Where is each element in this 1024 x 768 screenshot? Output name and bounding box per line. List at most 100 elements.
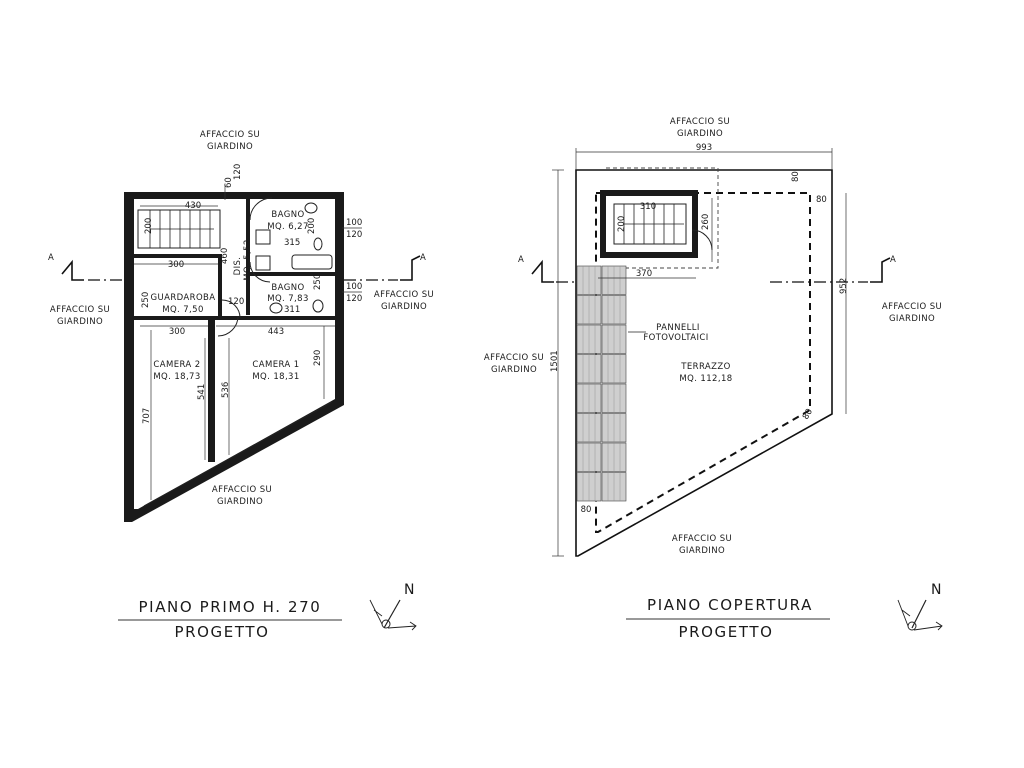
dim-260: 260: [701, 214, 711, 230]
room-camera-2-name: CAMERA 2: [153, 360, 200, 370]
view-label-right-2: GIARDINO: [889, 314, 935, 324]
terrace-area: MQ. 112,18: [679, 374, 732, 384]
section-mark-left: A: [518, 255, 524, 265]
dim-250a: 250: [141, 292, 151, 308]
section-line-a: A A: [518, 255, 896, 283]
stair: [613, 203, 687, 245]
interior-floor: [134, 199, 335, 509]
view-label-left: AFFACCIO SU: [484, 353, 544, 363]
dim-60: 60: [224, 177, 234, 188]
view-label-right: AFFACCIO SU: [374, 290, 434, 300]
pv-panels: [576, 265, 627, 502]
shower-fixture: [255, 229, 271, 245]
pv-panels-label: PANNELLI: [656, 323, 700, 333]
north-arrow-icon: N: [897, 582, 943, 631]
dim-541: 541: [197, 384, 207, 400]
dim-80c: 80: [801, 407, 815, 421]
dim-120d: 120: [228, 297, 244, 307]
first-floor-plan: A A AFFACCIO SU GIARDINO AFFACCIO SU GIA…: [48, 130, 434, 641]
dim-443: 443: [268, 327, 284, 337]
dim-1501: 1501: [550, 350, 560, 372]
roof-title: PIANO COPERTURA: [647, 596, 813, 614]
wall-camere-divider-b: [212, 320, 215, 462]
section-line-a: A A: [48, 253, 426, 281]
view-label-top-2: GIARDINO: [677, 129, 723, 139]
north-label: N: [931, 582, 942, 598]
dim-536: 536: [221, 382, 231, 398]
dim-200: 200: [617, 216, 627, 232]
view-label-top: AFFACCIO SU: [200, 130, 260, 140]
door-swing: [249, 261, 271, 283]
door-swing: [217, 315, 239, 337]
section-mark-right: A: [890, 255, 896, 265]
wall-bagni-left: [246, 199, 250, 315]
wall-bagni-divider: [250, 272, 335, 276]
dim-952: 952: [839, 278, 849, 294]
room-camera-1-name: CAMERA 1: [252, 360, 299, 370]
room-dis-name: DIS.: [233, 257, 243, 276]
dim-100b: 100: [346, 282, 362, 292]
view-label-right: AFFACCIO SU: [882, 302, 942, 312]
dim-250b: 250: [313, 274, 323, 290]
room-dis-area: MQ. 5,52: [243, 239, 253, 281]
north-arrow-icon: N: [369, 582, 417, 631]
shower-fixture: [255, 255, 271, 271]
roof-outline: [575, 169, 833, 557]
view-label-left-2: GIARDINO: [57, 317, 103, 327]
dim-460: 460: [220, 248, 230, 264]
section-mark-left: A: [48, 253, 54, 263]
dim-120b: 120: [346, 230, 362, 240]
dim-120c: 120: [346, 294, 362, 304]
window-line: [143, 401, 333, 507]
section-mark-right: A: [420, 253, 426, 263]
view-label-bottom-2: GIARDINO: [679, 546, 725, 556]
wall-guardaroba-right: [218, 254, 222, 316]
pv-panels-label-2: FOTOVOLTAICI: [643, 333, 708, 343]
wc-fixture: [313, 237, 323, 251]
dim-370: 370: [636, 269, 652, 279]
room-guardaroba-area: MQ. 7,50: [162, 305, 204, 315]
first-floor-subtitle: PROGETTO: [174, 623, 269, 641]
room-camera-1-area: MQ. 18,31: [252, 372, 299, 382]
dim-315: 315: [284, 238, 300, 248]
bathtub-fixture: [291, 254, 333, 270]
dim-100a: 100: [346, 218, 362, 228]
dim-993: 993: [696, 143, 712, 153]
dimension-lines: [552, 148, 847, 557]
north-label: N: [404, 582, 415, 598]
roof-subtitle: PROGETTO: [678, 623, 773, 641]
dim-300a: 300: [168, 260, 184, 270]
view-label-bottom-2: GIARDINO: [217, 497, 263, 507]
room-camera-2-area: MQ. 18,73: [153, 372, 200, 382]
wc-fixture: [312, 299, 324, 313]
dim-120a: 120: [233, 164, 243, 180]
wall-guardaroba-top: [134, 254, 220, 258]
dim-310: 310: [640, 202, 656, 212]
wall-camere-top: [134, 316, 335, 320]
view-label-left-2: GIARDINO: [491, 365, 537, 375]
dim-80b: 80: [816, 195, 827, 205]
dim-80d: 80: [581, 505, 592, 515]
view-label-top-2: GIARDINO: [207, 142, 253, 152]
room-bagno-2-area: MQ. 7,83: [267, 294, 309, 304]
door-swing: [221, 299, 241, 319]
stair: [137, 209, 221, 249]
room-bagno-2-name: BAGNO: [271, 283, 304, 293]
view-label-bottom: AFFACCIO SU: [672, 534, 732, 544]
room-guardaroba-name: GUARDAROBA: [151, 293, 216, 303]
stair-treads: [149, 210, 214, 248]
roof-plan: A A AFFACCIO SU GIARDINO AFFACCIO SU GIA…: [484, 117, 943, 641]
room-bagno-1-area: MQ. 6,27: [267, 222, 309, 232]
dim-290: 290: [313, 350, 323, 366]
view-label-right-2: GIARDINO: [381, 302, 427, 312]
wall-camere-divider: [208, 320, 212, 462]
first-floor-title: PIANO PRIMO H. 270: [139, 598, 322, 616]
dim-707: 707: [142, 408, 152, 424]
dim-300b: 300: [169, 327, 185, 337]
view-label-top: AFFACCIO SU: [670, 117, 730, 127]
sink-fixture: [269, 302, 283, 314]
room-bagno-1-name: BAGNO: [271, 210, 304, 220]
door-swing: [249, 197, 273, 221]
view-label-left: AFFACCIO SU: [50, 305, 110, 315]
